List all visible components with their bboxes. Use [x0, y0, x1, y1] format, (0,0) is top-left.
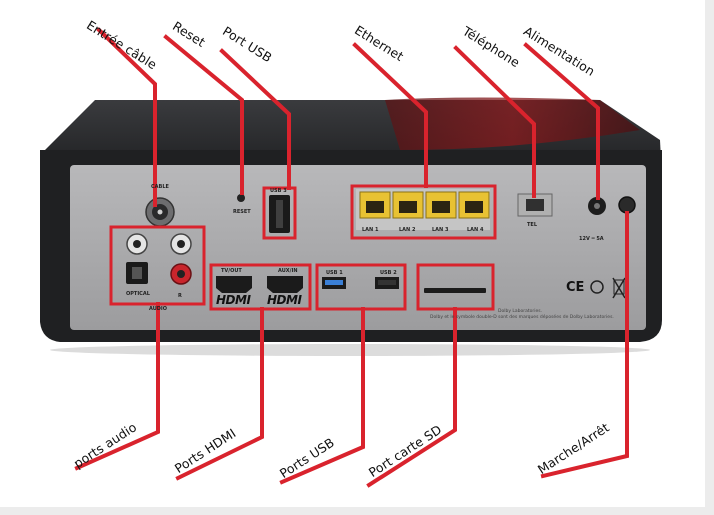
- label-lan4: LAN 4: [467, 227, 484, 233]
- label-cable: CABLE: [151, 184, 169, 190]
- label-tvout: TV/OUT: [221, 268, 242, 274]
- reset-hole: [237, 194, 245, 202]
- label-usb1: USB 1: [326, 270, 343, 276]
- leader-alimentation: [523, 42, 600, 200]
- frame-right-edge: [705, 0, 714, 515]
- leader-port-usb: [219, 48, 291, 190]
- leader-reset: [163, 34, 244, 195]
- case-red-accent: [385, 97, 640, 150]
- label-hdmi-2: HDMI: [267, 293, 302, 307]
- label-lan3: LAN 3: [432, 227, 449, 233]
- label-reset: RESET: [233, 209, 251, 215]
- frame-bottom-edge: [0, 507, 714, 515]
- label-tel: TEL: [527, 222, 538, 228]
- lan-ports-block: [356, 189, 490, 230]
- certification-marks: [590, 277, 626, 299]
- label-auxin: AUX/IN: [278, 268, 298, 274]
- label-optical: OPTICAL: [126, 291, 150, 297]
- leader-ports-usb: [279, 307, 365, 485]
- label-lan1: LAN 1: [362, 227, 379, 233]
- label-usb2: USB 2: [380, 270, 397, 276]
- leader-ethernet: [352, 42, 428, 188]
- leader-lines: [74, 27, 629, 488]
- sd-slot-shape: [424, 288, 486, 293]
- device-shadow: [50, 344, 650, 356]
- leader-marche-arret: [540, 211, 629, 479]
- label-ce: CE: [566, 280, 585, 295]
- coax-connector: [145, 197, 175, 227]
- box-ethernet: [350, 184, 497, 240]
- label-lan2: LAN 2: [399, 227, 416, 233]
- back-panel: [70, 165, 646, 330]
- leader-sd: [366, 307, 457, 488]
- leader-telephone: [453, 45, 536, 198]
- rca-connectors: [126, 233, 192, 285]
- label-hdmi-1: HDMI: [216, 293, 251, 307]
- hdmi-port-1: [216, 276, 252, 293]
- label-audio: AUDIO: [149, 306, 168, 312]
- box-usb3: [262, 186, 297, 240]
- leader-ports-audio: [74, 302, 160, 471]
- label-dolby-2: Dolby et le symbole double-D sont des ma…: [430, 315, 614, 320]
- label-power: 12V ═ 5A: [579, 236, 604, 242]
- label-dolby-1: Dolby Laboratories.: [498, 309, 543, 314]
- hdmi-port-2: [267, 276, 303, 293]
- leader-entree-cable: [96, 27, 157, 207]
- label-usb3: USB 3: [270, 188, 287, 194]
- label-r: R: [178, 293, 182, 299]
- leader-ports-hdmi: [175, 307, 264, 481]
- power-button: [618, 196, 636, 214]
